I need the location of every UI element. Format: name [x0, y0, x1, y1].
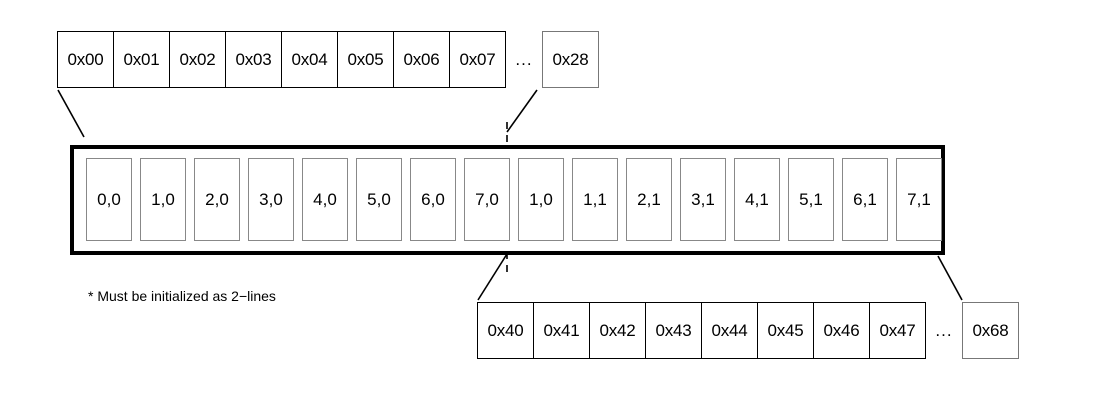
address-cell: 0x07 [449, 31, 506, 88]
address-ellipsis: ... [515, 49, 533, 69]
word-cell: 3,0 [248, 158, 294, 241]
address-cell: 0x43 [645, 302, 702, 359]
leader-top-right [506, 89, 538, 133]
word-cell: 2,1 [626, 158, 672, 241]
address-cell: 0x46 [813, 302, 870, 359]
leader-top-left [57, 89, 85, 138]
word-cell: 3,1 [680, 158, 726, 241]
bottom-address-row: 0x40 0x41 0x42 0x43 0x44 0x45 0x46 0x47 … [477, 302, 1019, 359]
address-cell: 0x04 [281, 31, 338, 88]
address-cell: 0x01 [113, 31, 170, 88]
word-cell: 6,1 [842, 158, 888, 241]
word-cell: 0,0 [86, 158, 132, 241]
word-cell: 1,1 [572, 158, 618, 241]
word-cell: 4,0 [302, 158, 348, 241]
address-cell: 0x00 [57, 31, 114, 88]
address-cell: 0x02 [169, 31, 226, 88]
address-cell: 0x47 [869, 302, 926, 359]
top-address-row: 0x00 0x01 0x02 0x03 0x04 0x05 0x06 0x07 … [57, 31, 599, 88]
word-cell: 1,0 [518, 158, 564, 241]
cacheline-word-list: 0,0 1,0 2,0 3,0 4,0 5,0 6,0 7,0 1,0 1,1 … [86, 158, 942, 241]
cacheline-container: 0,0 1,0 2,0 3,0 4,0 5,0 6,0 7,0 1,0 1,1 … [70, 145, 945, 255]
word-cell: 2,0 [194, 158, 240, 241]
address-cell: 0x44 [701, 302, 758, 359]
address-cell: 0x42 [589, 302, 646, 359]
address-cell: 0x06 [393, 31, 450, 88]
word-cell: 6,0 [410, 158, 456, 241]
address-cell-tail: 0x68 [962, 302, 1019, 359]
address-cell-tail: 0x28 [542, 31, 599, 88]
leader-bottom-right [937, 255, 963, 301]
address-ellipsis: ... [935, 320, 953, 340]
address-cell: 0x05 [337, 31, 394, 88]
address-cell: 0x45 [757, 302, 814, 359]
word-cell: 5,1 [788, 158, 834, 241]
word-cell: 1,0 [140, 158, 186, 241]
address-cell: 0x40 [477, 302, 534, 359]
footnote-text: * Must be initialized as 2−lines [88, 288, 276, 304]
word-cell: 7,0 [464, 158, 510, 241]
word-cell: 5,0 [356, 158, 402, 241]
word-cell: 4,1 [734, 158, 780, 241]
address-cell: 0x03 [225, 31, 282, 88]
leader-bottom-left [477, 253, 508, 301]
address-cell: 0x41 [533, 302, 590, 359]
word-cell: 7,1 [896, 158, 942, 241]
